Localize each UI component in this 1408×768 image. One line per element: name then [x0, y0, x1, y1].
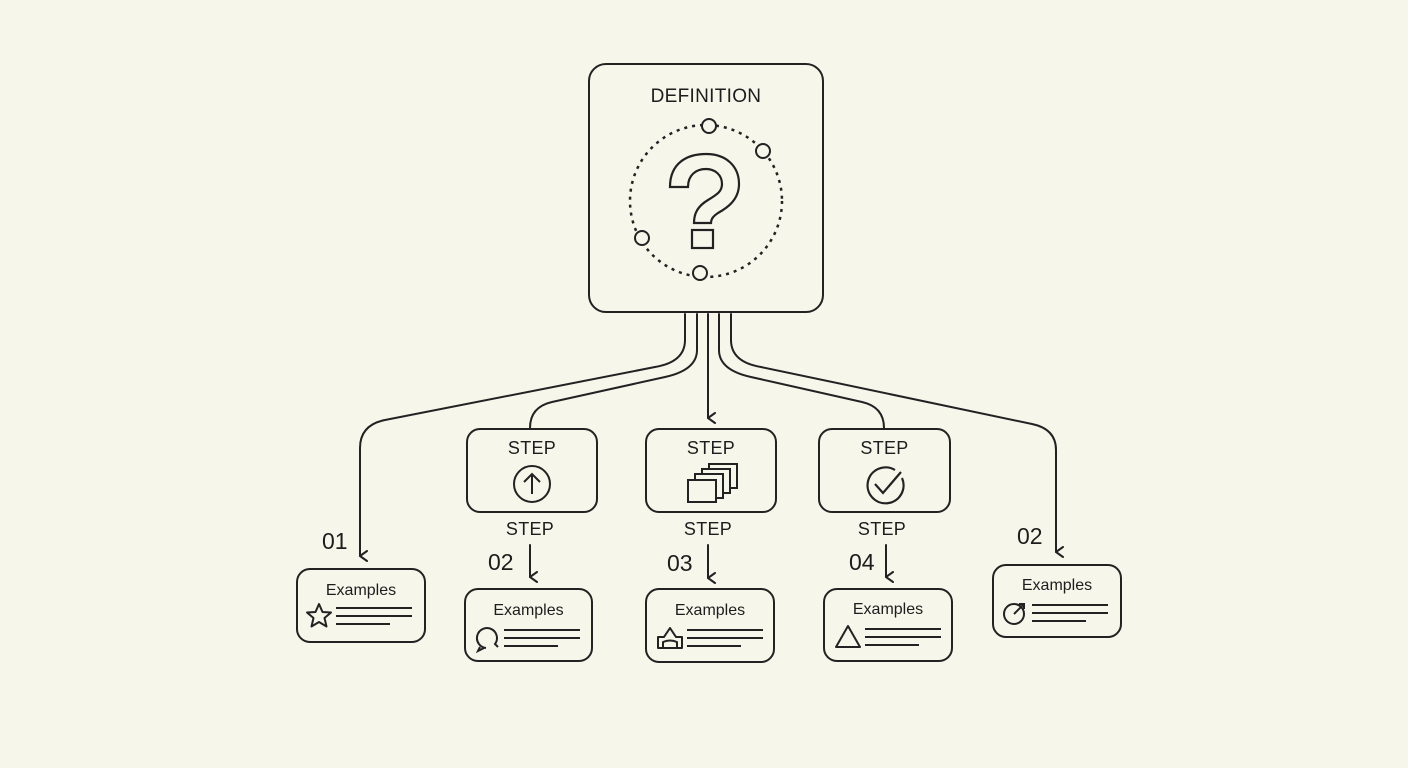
- branch-number-right: 02: [1017, 523, 1043, 549]
- arrow-up-circle-icon: [513, 465, 551, 503]
- branch-number-left: 01: [322, 528, 348, 554]
- step-box-02: STEP: [466, 428, 598, 513]
- triangle-icon: [835, 625, 861, 648]
- examples-title: Examples: [1021, 577, 1093, 594]
- check-circle-icon: [866, 466, 905, 505]
- step-number: 02: [488, 549, 514, 575]
- examples-card-02: Examples: [464, 588, 593, 662]
- question-mark-icon: [628, 118, 784, 281]
- step-caption: STEP: [683, 519, 733, 539]
- step-number: 04: [849, 549, 875, 575]
- target-icon: [1003, 603, 1025, 625]
- text-lines: [687, 629, 763, 647]
- examples-card-03: Examples: [645, 588, 775, 663]
- step-number: 03: [667, 550, 693, 576]
- examples-title: Examples: [325, 582, 397, 599]
- connector-step-04: [718, 313, 885, 429]
- text-lines: [865, 628, 941, 646]
- step-label: STEP: [860, 438, 909, 458]
- text-lines: [504, 629, 580, 647]
- step-label: STEP: [686, 438, 736, 458]
- examples-card-05: Examples: [992, 564, 1122, 638]
- text-lines: [336, 607, 412, 625]
- step-label: STEP: [507, 438, 557, 458]
- star-icon: [306, 603, 332, 628]
- connector-step-02: [529, 313, 698, 429]
- definition-box: DEFINITION: [588, 63, 824, 313]
- examples-title: Examples: [493, 602, 564, 619]
- examples-title: Examples: [852, 601, 924, 618]
- stacked-cards-icon: [687, 463, 738, 503]
- examples-card-01: Examples: [296, 568, 426, 643]
- house-icon: [657, 627, 683, 649]
- examples-title: Examples: [674, 602, 746, 619]
- connector-right-far: [730, 313, 1064, 558]
- speech-bubble-icon: [475, 627, 499, 653]
- text-lines: [1032, 604, 1108, 622]
- examples-card-04: Examples: [823, 588, 953, 662]
- step-box-04: STEP: [818, 428, 951, 513]
- step-box-03: STEP: [645, 428, 777, 513]
- step-caption: STEP: [857, 519, 907, 539]
- definition-title: DEFINITION: [650, 86, 762, 107]
- connector-left-far: [359, 313, 686, 562]
- step-caption: STEP: [505, 519, 555, 539]
